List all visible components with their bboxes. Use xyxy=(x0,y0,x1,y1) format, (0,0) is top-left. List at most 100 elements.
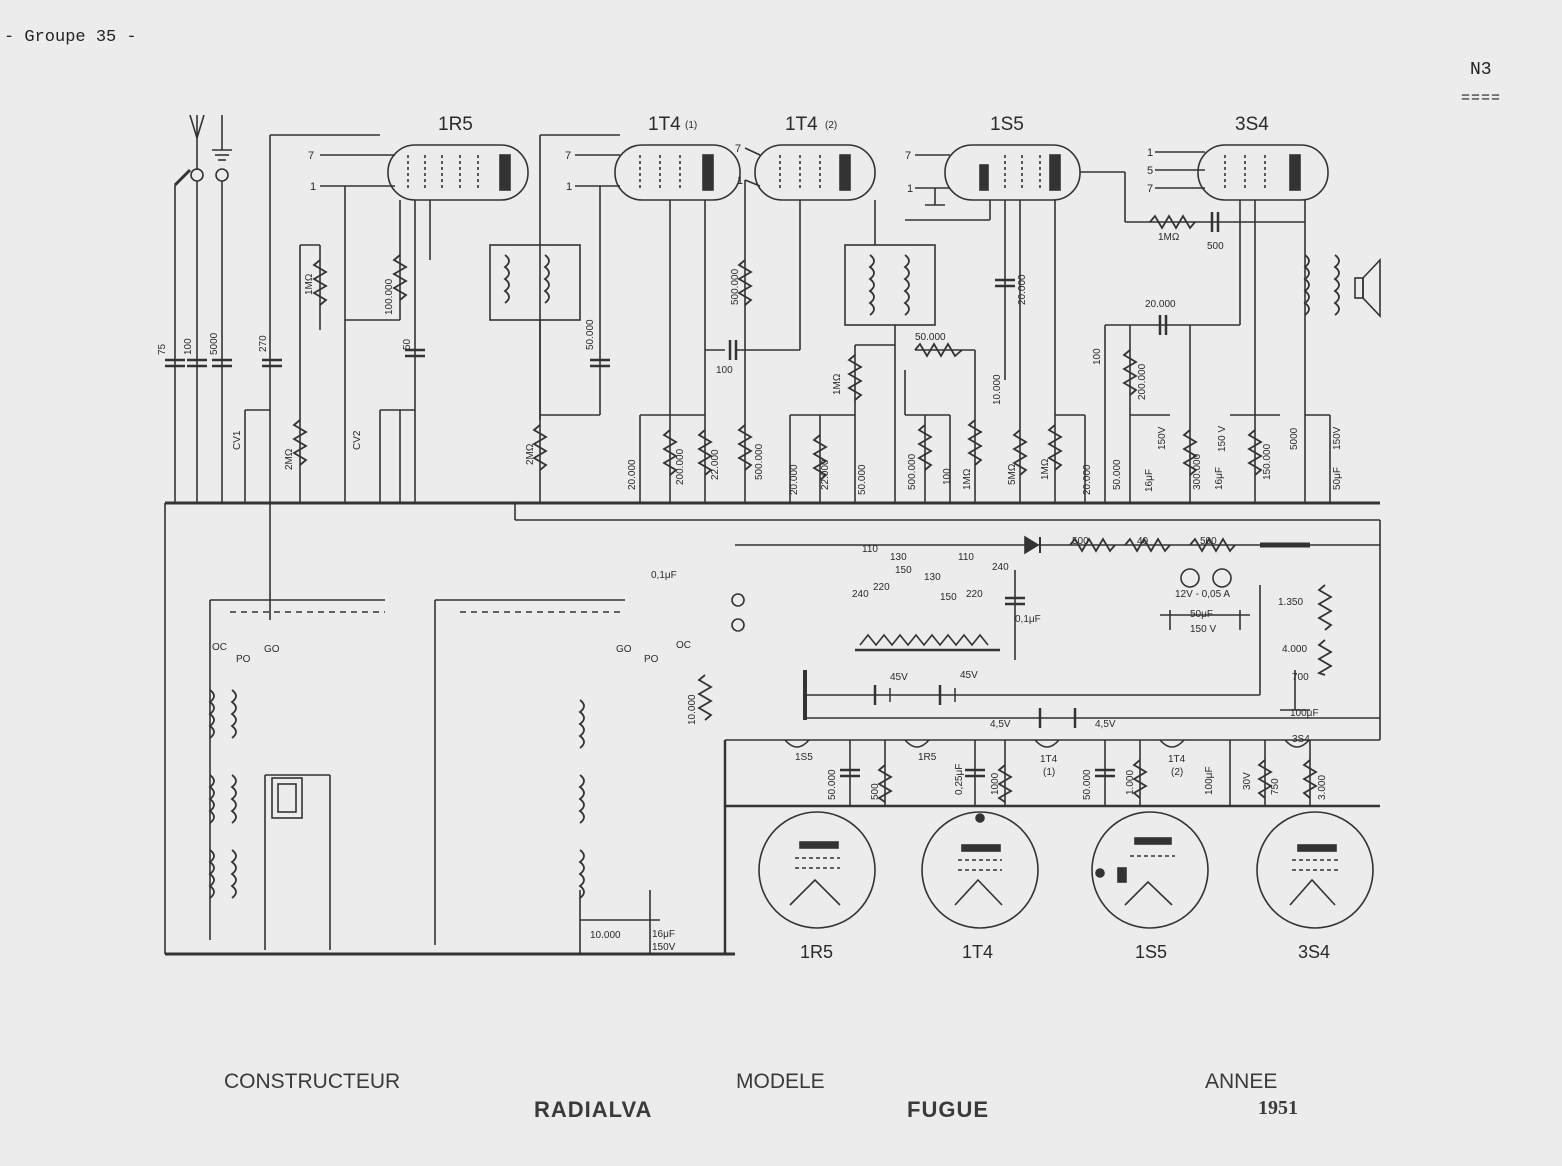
component-value: 1MΩ xyxy=(962,468,973,490)
tap-label: 150 xyxy=(895,565,912,576)
component-value: 100 xyxy=(1092,348,1103,365)
component-value: 20.000 xyxy=(789,464,800,495)
filament-label: 1T4 xyxy=(1168,754,1186,765)
component-value: 50.000 xyxy=(827,769,838,800)
component-value: 500.000 xyxy=(730,268,741,305)
resistors xyxy=(292,214,1333,803)
component-value: 750 xyxy=(1270,778,1281,795)
modele-value: FUGUE xyxy=(907,1097,989,1122)
component-value: 16μF xyxy=(652,929,675,940)
component-value: 50 xyxy=(402,338,413,350)
component-value: 50.000 xyxy=(857,464,868,495)
component-value: 500.000 xyxy=(754,443,765,480)
component-value: 4,5V xyxy=(990,719,1011,730)
component-value: 10.000 xyxy=(992,374,1003,405)
tube-label-1t4-1: 1T4 xyxy=(648,114,681,135)
component-value: 22.000 xyxy=(710,449,721,480)
component-value: 1MΩ xyxy=(832,373,843,395)
tube-1t4-2 xyxy=(754,144,876,201)
component-value: 3.000 xyxy=(1317,775,1328,800)
tube-3s4 xyxy=(1197,144,1329,201)
filament-chain xyxy=(784,739,1311,806)
pin-label: 7 xyxy=(1147,183,1153,195)
tap-label: 150 xyxy=(940,592,957,603)
component-value: 75 xyxy=(157,343,168,355)
component-value: 5000 xyxy=(1289,427,1300,450)
antenna-symbol xyxy=(173,114,232,187)
component-value: 500.000 xyxy=(907,453,918,490)
component-value: 1MΩ xyxy=(304,273,315,295)
tube-sub-1t4-1: (1) xyxy=(685,120,697,131)
component-value: 700 xyxy=(1292,672,1309,683)
component-value: 300.000 xyxy=(1192,453,1203,490)
constructeur-label: CONSTRUCTEUR xyxy=(224,1070,401,1093)
component-value: 10.000 xyxy=(687,694,698,725)
component-value: 50.000 xyxy=(1082,769,1093,800)
pin-label: 1 xyxy=(907,183,913,195)
component-value: 270 xyxy=(258,335,269,352)
wavechange-section xyxy=(209,599,660,955)
component-value: 16μF xyxy=(1214,467,1225,490)
power-section xyxy=(731,535,1380,728)
bus-lines xyxy=(164,134,1381,956)
component-value: 45V xyxy=(890,672,908,683)
switch-label: GO xyxy=(616,644,632,655)
tube-base-1s5 xyxy=(1091,811,1209,929)
component-value: 2MΩ xyxy=(525,443,536,465)
tap-label: 130 xyxy=(890,552,907,563)
component-value: 100 xyxy=(942,468,953,485)
tube-1t4-1 xyxy=(614,144,741,201)
tube-1s5 xyxy=(944,144,1081,201)
component-value: 20.000 xyxy=(1017,274,1028,305)
tube-base-label-3s4: 3S4 xyxy=(1298,942,1330,962)
component-value: 150.000 xyxy=(1262,443,1273,480)
modele-label: MODELE xyxy=(736,1070,825,1093)
component-value: 1MΩ xyxy=(1158,232,1180,243)
component-value: 500 xyxy=(1072,536,1089,547)
component-value: 150V xyxy=(652,942,676,953)
pin-leads xyxy=(320,147,1205,206)
component-value: 200.000 xyxy=(1137,363,1148,400)
component-value: 100 xyxy=(183,338,194,355)
component-value: 4.000 xyxy=(1282,644,1307,655)
pin-label: 5 xyxy=(1147,165,1153,177)
tube-base-3s4 xyxy=(1256,811,1374,929)
tube-sub-1t4-2: (2) xyxy=(825,120,837,131)
component-value: 5MΩ xyxy=(1007,463,1018,485)
component-value: 0,1μF xyxy=(1015,614,1041,625)
pin-label: 1 xyxy=(566,181,572,193)
component-value: 0,25μF xyxy=(954,764,965,795)
annee-label: ANNEE xyxy=(1205,1070,1278,1093)
component-value: 4,5V xyxy=(1095,719,1116,730)
tap-label: 240 xyxy=(992,562,1009,573)
filament-label: (1) xyxy=(1043,767,1055,778)
component-value: 200.000 xyxy=(675,448,686,485)
tap-label: 240 xyxy=(852,589,869,600)
tube-label-3s4: 3S4 xyxy=(1235,114,1269,135)
pin-label: 1 xyxy=(737,175,743,187)
tap-label: 220 xyxy=(873,582,890,593)
component-value: 16μF xyxy=(1144,469,1155,492)
filament-label: (2) xyxy=(1171,767,1183,778)
component-value: 12V - 0,05 A xyxy=(1175,589,1230,600)
sheet-id: N3 xyxy=(1470,60,1492,80)
component-value: 2MΩ xyxy=(284,448,295,470)
pin-label: 1 xyxy=(1147,147,1153,159)
filament-label: 1T4 xyxy=(1040,754,1058,765)
component-value: 1000 xyxy=(990,772,1001,795)
tap-label: 110 xyxy=(862,544,878,555)
component-value: 150 V xyxy=(1217,426,1228,452)
component-value: 40 xyxy=(1137,536,1149,547)
speaker-icon xyxy=(1354,257,1381,319)
filament-label: 1S5 xyxy=(795,752,813,763)
tube-base-1r5 xyxy=(758,811,876,929)
component-value: 500 xyxy=(1200,536,1217,547)
switch-label: PO xyxy=(644,654,659,665)
switch-label: GO xyxy=(264,644,280,655)
switch-label: OC xyxy=(676,640,691,651)
component-value: 20.000 xyxy=(627,459,638,490)
component-value: CV1 xyxy=(232,430,243,450)
input-capacitors xyxy=(165,181,282,503)
tube-base-label-1s5: 1S5 xyxy=(1135,942,1167,962)
constructeur-value: RADIALVA xyxy=(534,1097,653,1122)
